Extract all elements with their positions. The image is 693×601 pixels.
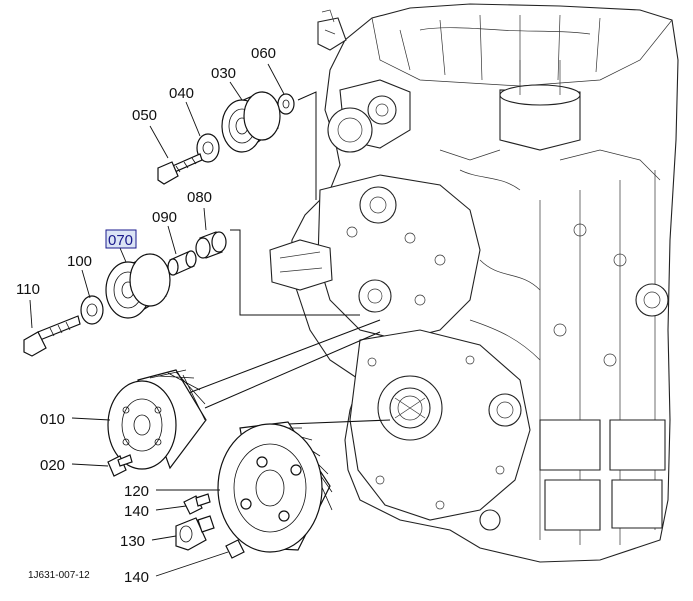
diagram-code: 1J631-007-12 [28, 570, 90, 581]
callout-labels: 060 030 040 050 090 080 070 100 110 010 … [16, 45, 276, 586]
part-080-collar [195, 231, 227, 259]
part-060-washer [277, 93, 295, 115]
part-140-bolt-upper [183, 493, 211, 515]
part-110-bolt [23, 315, 81, 357]
part-120-crank-pulley [217, 421, 333, 553]
callout-050[interactable]: 050 [132, 107, 157, 124]
part-130-nut [175, 515, 215, 551]
callout-leaders [29, 63, 285, 577]
callout-080[interactable]: 080 [187, 189, 212, 206]
callout-070[interactable]: 070 [108, 232, 133, 249]
engine-block [269, 3, 679, 563]
callout-070-highlight [105, 229, 137, 249]
part-090-bushing [167, 250, 197, 276]
part-100-washer [80, 295, 104, 325]
part-020-bolt [107, 454, 133, 477]
callout-100[interactable]: 100 [67, 253, 92, 270]
part-140-bolt-lower [225, 539, 245, 559]
callout-060[interactable]: 060 [251, 45, 276, 62]
callout-040[interactable]: 040 [169, 85, 194, 102]
callout-120[interactable]: 120 [124, 483, 149, 500]
part-050-bolt [157, 153, 203, 185]
part-070-pulley[interactable] [105, 253, 171, 319]
callout-090[interactable]: 090 [152, 209, 177, 226]
part-010-fan-pulley [107, 369, 207, 470]
part-030-pulley [221, 91, 281, 153]
part-040-washer [196, 133, 220, 163]
callout-020[interactable]: 020 [40, 457, 65, 474]
callout-030[interactable]: 030 [211, 65, 236, 82]
callout-140-upper[interactable]: 140 [124, 503, 149, 520]
callout-130[interactable]: 130 [120, 533, 145, 550]
callout-010[interactable]: 010 [40, 411, 65, 428]
callout-110[interactable]: 110 [16, 281, 40, 298]
callout-140-lower[interactable]: 140 [124, 569, 149, 586]
